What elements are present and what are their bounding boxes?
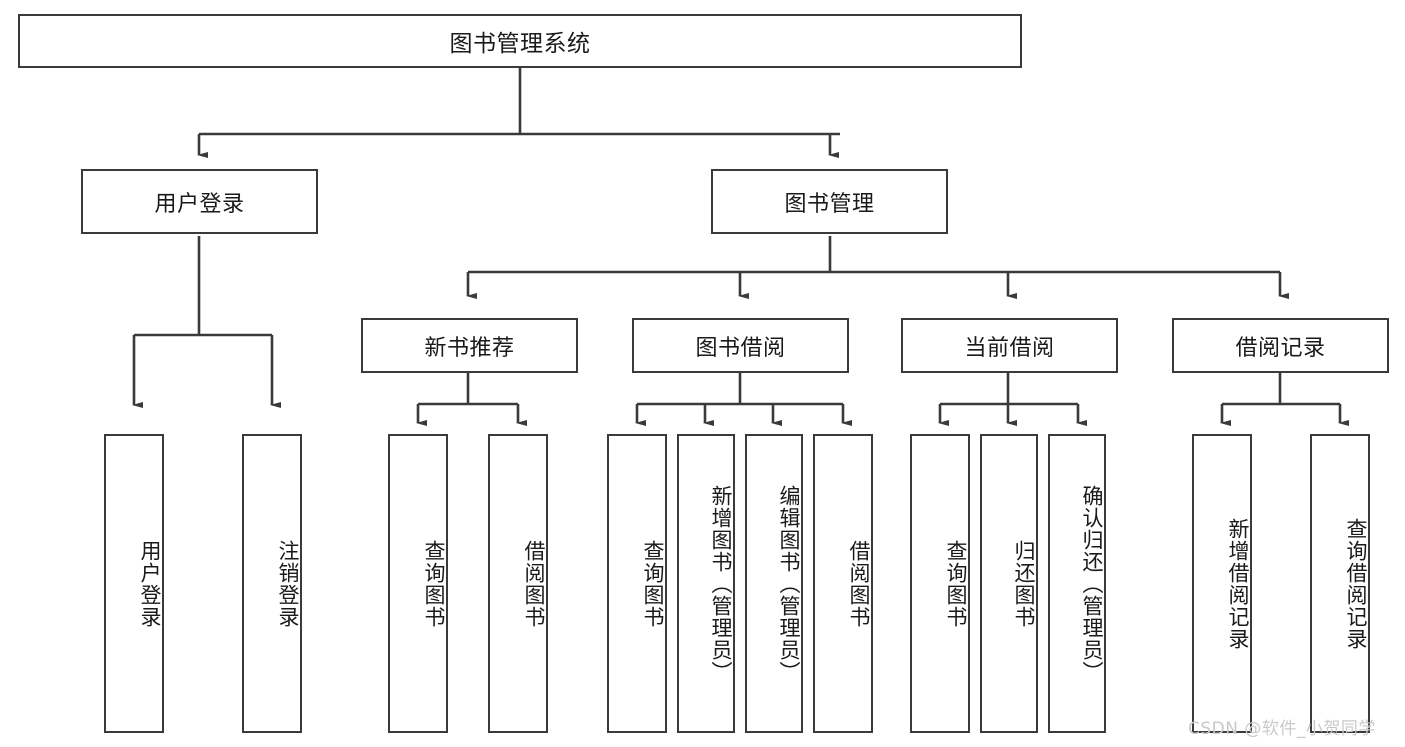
node-root-book-management-system[interactable]: 图书管理系统 — [18, 14, 1022, 68]
leaf-add-book-admin[interactable]: 新增图书（管理员） — [677, 434, 735, 733]
node-label: 新书推荐 — [424, 335, 515, 361]
leaf-return-books[interactable]: 归还图书 — [980, 434, 1038, 733]
node-label: 确认归还（管理员） — [1080, 484, 1104, 683]
node-label: 注销登录 — [276, 539, 300, 628]
node-label: 当前借阅 — [964, 335, 1055, 361]
node-label: 查询图书 — [422, 539, 446, 628]
node-label: 编辑图书（管理员） — [777, 484, 801, 683]
leaf-confirm-return-admin[interactable]: 确认归还（管理员） — [1048, 434, 1106, 733]
node-label: 借阅图书 — [847, 539, 871, 628]
node-label: 新增借阅记录 — [1226, 517, 1250, 650]
leaf-query-books-current[interactable]: 查询图书 — [910, 434, 970, 733]
leaf-query-books-borrowing[interactable]: 查询图书 — [607, 434, 667, 733]
csdn-watermark: CSDN @软件_小贺同学 — [1188, 719, 1376, 739]
node-label: 图书管理 — [784, 191, 875, 217]
node-borrowing-records[interactable]: 借阅记录 — [1172, 318, 1389, 373]
leaf-query-books-recommendation[interactable]: 查询图书 — [388, 434, 448, 733]
leaf-query-borrow-record[interactable]: 查询借阅记录 — [1310, 434, 1370, 733]
node-label: 借阅记录 — [1235, 335, 1326, 361]
node-new-book-recommendation[interactable]: 新书推荐 — [361, 318, 578, 373]
leaf-edit-book-admin[interactable]: 编辑图书（管理员） — [745, 434, 803, 733]
node-user-login[interactable]: 用户登录 — [81, 169, 318, 234]
node-book-management[interactable]: 图书管理 — [711, 169, 948, 234]
node-label: 用户登录 — [154, 191, 245, 217]
node-book-borrowing[interactable]: 图书借阅 — [632, 318, 849, 373]
node-label: 图书借阅 — [695, 335, 786, 361]
node-label: 借阅图书 — [522, 539, 546, 628]
node-label: 新增图书（管理员） — [709, 484, 733, 683]
node-current-borrowing[interactable]: 当前借阅 — [901, 318, 1118, 373]
node-label: 查询借阅记录 — [1344, 517, 1368, 650]
leaf-user-login[interactable]: 用户登录 — [104, 434, 164, 733]
node-label: 用户登录 — [138, 539, 162, 628]
leaf-borrow-books-recommendation[interactable]: 借阅图书 — [488, 434, 548, 733]
node-label: 归还图书 — [1012, 539, 1036, 628]
leaf-add-borrow-record[interactable]: 新增借阅记录 — [1192, 434, 1252, 733]
node-label: 图书管理系统 — [449, 31, 591, 57]
leaf-borrow-books-borrowing[interactable]: 借阅图书 — [813, 434, 873, 733]
node-label: 查询图书 — [641, 539, 665, 628]
node-label: 查询图书 — [944, 539, 968, 628]
leaf-logout[interactable]: 注销登录 — [242, 434, 302, 733]
